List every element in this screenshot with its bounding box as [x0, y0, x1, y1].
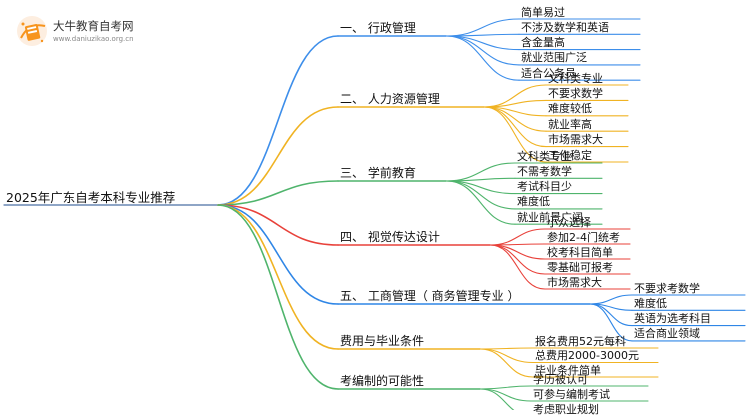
root-topic: 2025年广东自考本科专业推荐 [6, 190, 176, 205]
leaf-connector [479, 388, 515, 410]
logo-title: 大牛教育自考网 [53, 19, 134, 33]
leaf-topic: 含金量高 [521, 36, 565, 50]
leaf-topic: 英语为选考科目 [634, 312, 711, 326]
branch-topic: 考编制的可能性 [340, 374, 425, 388]
leaf-topic: 适合商业领域 [634, 327, 700, 341]
leaf-connector [479, 348, 534, 378]
leaf-topic: 工作稳定 [548, 148, 592, 162]
branch-connector [217, 204, 339, 305]
leaf-topic: 不要求数学 [548, 86, 603, 100]
branch-topic: 五、 工商管理（ 商务管理专业 ） [340, 289, 520, 303]
logo-url: www.daniuzikao.org.cn [53, 35, 134, 43]
branch-connector [217, 180, 339, 206]
branch-topic: 二、 人力资源管理 [340, 92, 440, 106]
leaf-topic: 不涉及数学和英语 [521, 20, 609, 34]
branch-topic: 三、 学前教育 [340, 166, 416, 180]
leaf-topic: 就业率高 [548, 117, 592, 131]
leaf-topic: 校考科目简单 [547, 245, 613, 259]
branch-topic: 一、 行政管理 [340, 21, 416, 35]
branch-connector [217, 35, 339, 206]
leaf-topic: 学历被认可 [533, 372, 588, 386]
leaf-topic: 简单易过 [521, 5, 565, 19]
leaf-topic: 文科类专业 [548, 71, 603, 85]
branch-connector [217, 204, 339, 350]
leaf-topic: 可参与编制考试 [533, 387, 610, 401]
leaf-topic: 考虑职业规划 [533, 402, 599, 416]
leaf-connector [483, 106, 547, 163]
leaf-connector [445, 180, 516, 225]
leaf-topic: 零基础可报考 [547, 260, 613, 274]
leaf-topic: 不要求考数学 [634, 281, 700, 295]
branch-topic: 费用与毕业条件 [340, 334, 425, 348]
leaf-connector [489, 244, 546, 290]
leaf-topic: 难度低 [517, 195, 550, 209]
leaf-connector [589, 303, 633, 342]
leaf-topic: 难度较低 [548, 102, 592, 116]
branch-connector [217, 204, 339, 246]
leaf-topic: 小众选择 [547, 215, 591, 229]
leaf-topic: 毕业条件简单 [535, 363, 601, 377]
leaf-topic: 难度低 [634, 296, 667, 310]
branch-connector [217, 106, 339, 206]
leaf-topic: 文科类专业 [517, 149, 572, 163]
branch-connector [217, 204, 339, 390]
leaf-topic: 就业范围广泛 [521, 51, 587, 65]
leaf-topic: 适合公务员 [521, 66, 576, 80]
leaf-topic: 考试科目少 [517, 180, 572, 194]
book-logo-icon [17, 16, 47, 46]
leaf-connector [445, 35, 520, 81]
leaf-topic: 不需考数学 [517, 164, 572, 178]
site-logo[interactable]: 大牛教育自考网 www.daniuzikao.org.cn [15, 14, 145, 46]
leaf-topic: 市场需求大 [547, 275, 602, 289]
branch-topic: 四、 视觉传达设计 [340, 230, 440, 244]
leaf-topic: 参加2-4门统考 [547, 230, 620, 244]
leaf-topic: 市场需求大 [548, 133, 603, 147]
leaf-topic: 就业前景广阔 [517, 210, 583, 224]
leaf-topic: 总费用2000-3000元 [535, 349, 639, 362]
leaf-topic: 报名费用52元每科 [535, 334, 626, 348]
